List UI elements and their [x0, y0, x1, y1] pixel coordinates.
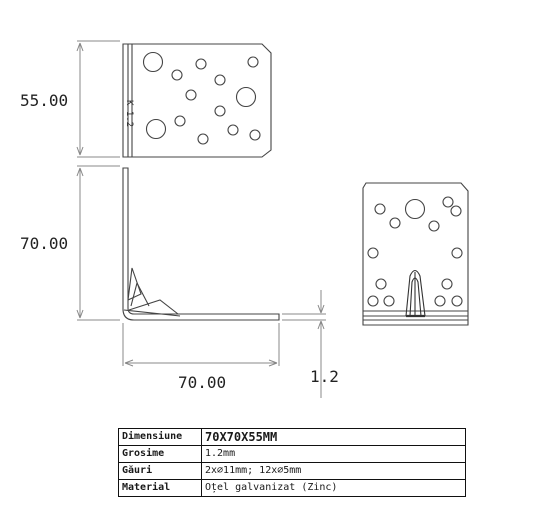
hole-large	[404, 198, 426, 220]
hole-small	[383, 295, 395, 307]
hole-small	[374, 203, 386, 215]
hole-small	[197, 133, 209, 145]
specifications-table: Dimensiune 70X70X55MM Grosime 1.2mm Găur…	[118, 428, 466, 497]
spec-value: 70X70X55MM	[201, 428, 466, 446]
spec-row-holes: Găuri 2x∅11mm; 12x∅5mm	[118, 462, 466, 480]
dimension-lines-55	[76, 40, 120, 158]
top-view-holes	[142, 51, 261, 145]
spec-value: 2x∅11mm; 12x∅5mm	[201, 462, 466, 480]
hole-small	[451, 295, 463, 307]
hole-small	[367, 295, 379, 307]
hole-small	[171, 69, 183, 81]
hole-small	[428, 220, 440, 232]
hole-large	[145, 118, 167, 140]
hole-large	[142, 51, 164, 73]
hole-small	[451, 247, 463, 259]
hole-small	[174, 115, 186, 127]
side-view-profile	[122, 167, 280, 321]
spec-row-material: Material Oțel galvanizat (Zinc)	[118, 479, 466, 497]
dimension-label-55: 55.00	[20, 91, 68, 110]
spec-row-dimension: Dimensiune 70X70X55MM	[118, 428, 466, 446]
spec-value: 1.2mm	[201, 445, 466, 463]
dimension-label-thickness: 1.2	[310, 367, 339, 386]
dimension-lines-70-horizontal	[122, 323, 280, 367]
hole-small	[389, 217, 401, 229]
front-view-rib	[405, 269, 426, 318]
dimension-lines-70-vertical	[76, 165, 120, 321]
svg-text:K 1.2: K 1.2	[124, 100, 134, 127]
front-view-holes	[367, 196, 463, 307]
spec-label: Dimensiune	[118, 428, 202, 446]
hole-small	[214, 74, 226, 86]
spec-row-thickness: Grosime 1.2mm	[118, 445, 466, 463]
dimension-lines-thickness	[282, 290, 326, 398]
hole-small	[249, 129, 261, 141]
hole-small	[450, 205, 462, 217]
hole-small	[214, 105, 226, 117]
hole-small	[442, 196, 454, 208]
spec-value: Oțel galvanizat (Zinc)	[201, 479, 466, 497]
hole-small	[367, 247, 379, 259]
hole-small	[227, 124, 239, 136]
hole-small	[195, 58, 207, 70]
dimension-label-70-vertical: 70.00	[20, 234, 68, 253]
spec-label: Grosime	[118, 445, 202, 463]
spec-label: Material	[118, 479, 202, 497]
hole-small	[375, 278, 387, 290]
dimension-label-70-horizontal: 70.00	[178, 373, 226, 392]
top-view-plate: K 1.2	[122, 43, 272, 158]
hole-small	[434, 295, 446, 307]
hole-large	[235, 86, 257, 108]
hole-small	[247, 56, 259, 68]
spec-label: Găuri	[118, 462, 202, 480]
hole-small	[185, 89, 197, 101]
hole-small	[441, 278, 453, 290]
